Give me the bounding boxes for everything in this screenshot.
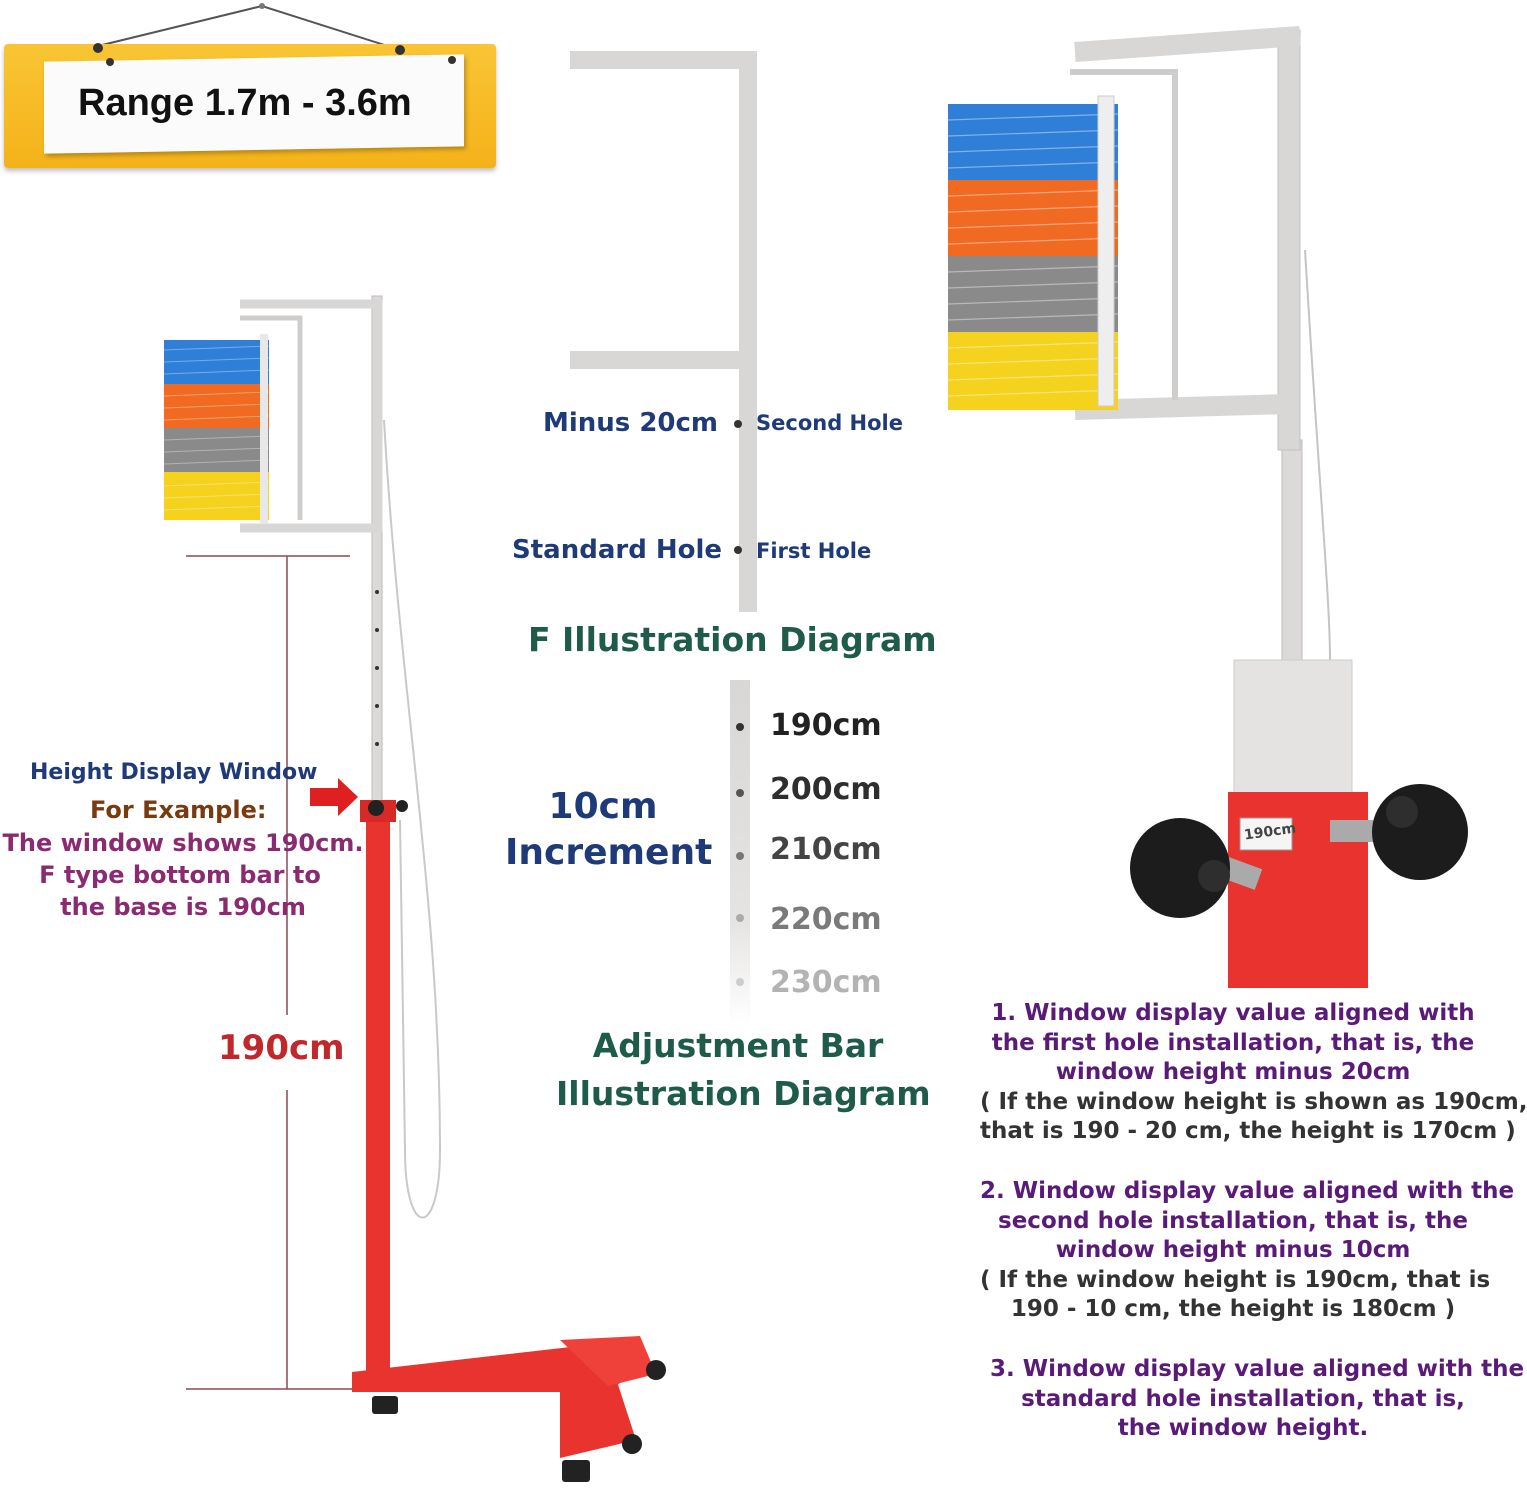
increment-label-line2: Increment xyxy=(505,832,713,873)
mark-210cm: 210cm xyxy=(770,832,882,867)
note-1-line-3: window height minus 20cm xyxy=(1055,1059,1411,1085)
second-hole-dot xyxy=(734,420,742,428)
example-line-2: F type bottom bar to xyxy=(39,861,321,889)
note-2-line-1: 2. Window display value aligned with the xyxy=(980,1178,1515,1204)
example-line-1: The window shows 190cm. xyxy=(2,829,364,857)
second-hole-label: Second Hole xyxy=(756,411,903,435)
minus-20cm-label: Minus 20cm xyxy=(543,408,719,438)
note-2-line-2: second hole installation, that is, the xyxy=(998,1207,1468,1234)
dimension-190cm: 190cm xyxy=(218,1028,345,1068)
note-1-line-1: 1. Window display value aligned with xyxy=(991,1000,1475,1026)
note-3-line-1: 3. Window display value aligned with the xyxy=(990,1356,1525,1382)
note-2-line-3: window height minus 10cm xyxy=(1055,1237,1411,1263)
note-2-example-2: 190 - 10 cm, the height is 180cm ) xyxy=(1010,1296,1456,1322)
standard-hole-label: Standard Hole xyxy=(512,535,723,565)
sign-pins xyxy=(93,43,456,66)
sign-hanger xyxy=(97,3,401,51)
increment-label-line1: 10cm xyxy=(548,786,658,827)
mark-200cm: 200cm xyxy=(770,772,882,807)
mark-220cm: 220cm xyxy=(770,902,882,937)
note-3-line-3: the window height. xyxy=(1117,1415,1369,1441)
range-sign-text: Range 1.7m - 3.6m xyxy=(78,82,412,124)
note-3: 3. Window display value aligned with the… xyxy=(990,1355,1525,1444)
note-1-example-2: that is 190 - 20 cm, the height is 170cm… xyxy=(980,1118,1516,1144)
note-1: 1. Window display value aligned with the… xyxy=(980,999,1527,1147)
f-shape-top xyxy=(570,51,757,612)
note-3-line-2: standard hole installation, that is, xyxy=(1021,1385,1465,1412)
example-heading: For Example: xyxy=(90,796,267,824)
adjustment-bar-title-line2: Illustration Diagram xyxy=(556,1074,931,1113)
adjustment-bar-title-line1: Adjustment Bar xyxy=(592,1026,884,1065)
first-hole-dot xyxy=(734,546,742,554)
example-line-3: the base is 190cm xyxy=(60,893,306,921)
note-2: 2. Window display value aligned with the… xyxy=(980,1177,1515,1325)
note-1-example-1: ( If the window height is shown as 190cm… xyxy=(980,1088,1527,1115)
first-hole-label: First Hole xyxy=(756,539,872,563)
height-display-window-label: Height Display Window xyxy=(30,760,318,785)
left-stand xyxy=(163,295,666,1482)
right-device xyxy=(947,26,1468,988)
note-2-example-1: ( If the window height is 190cm, that is xyxy=(980,1266,1491,1293)
mark-190cm: 190cm xyxy=(770,708,882,743)
f-diagram-title: F Illustration Diagram xyxy=(528,620,937,659)
mark-230cm: 230cm xyxy=(770,965,882,1000)
note-1-line-2: the first hole installation, that is, th… xyxy=(991,1029,1475,1056)
